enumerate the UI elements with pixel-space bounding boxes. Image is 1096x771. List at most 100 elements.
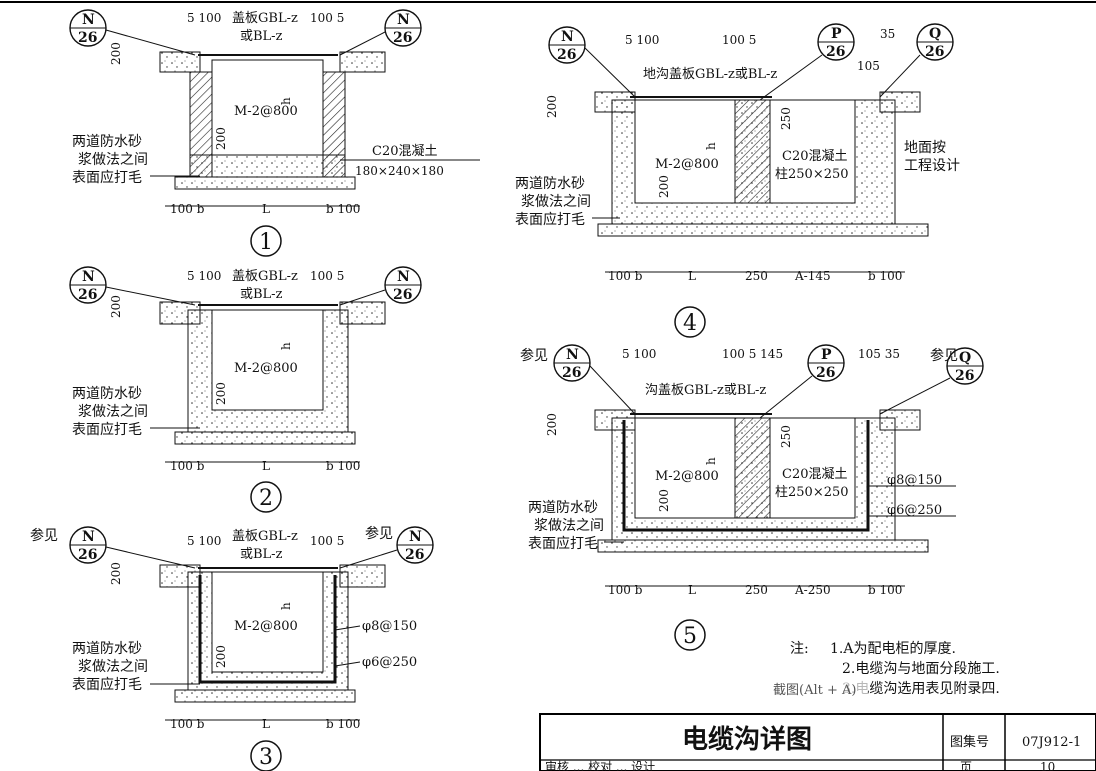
dim-A: A-250 [794, 583, 831, 597]
dim-h: h [279, 602, 293, 610]
svg-text:26: 26 [816, 365, 835, 381]
dim-top-left: 5 100 [187, 269, 221, 283]
page-label: 页 [960, 760, 972, 771]
dim-L: L [688, 583, 696, 597]
rebar-label: M-2@800 [234, 104, 298, 119]
cover-label: 地沟盖板GBL-z或BL-z [643, 67, 777, 82]
dim-top-right: 100 5 [310, 534, 344, 548]
dim-top-left: 5 100 [622, 347, 656, 361]
atlas-number: 07J912-1 [1022, 735, 1081, 750]
note-line-2: 浆做法之间 [534, 518, 604, 534]
dim-h: h [279, 97, 293, 105]
dim-A: A-145 [794, 269, 831, 283]
detail-5: 5 100 100 5 145 105 35 沟盖板GBL-z或BL-z 200… [528, 347, 956, 651]
dim-b-left: 100 b [608, 269, 643, 283]
concrete-label: C20混凝土 [782, 148, 848, 164]
watermark-text: 截图(Alt + A) [773, 683, 856, 698]
concrete-size: 柱250×250 [775, 167, 849, 182]
dim-b-right: b 100 [868, 269, 902, 283]
dim-top-right: 100 5 [310, 11, 344, 25]
dim-inner: 200 [214, 127, 228, 150]
dim-top-left: 5 100 [187, 534, 221, 548]
column [734, 99, 771, 204]
dim-top-left: 5 100 [187, 11, 221, 25]
detail-number-circle [250, 225, 282, 257]
note-line-3: 表面应打毛 [72, 421, 142, 438]
slab-left [159, 51, 201, 73]
cover-label-alt: 或BL-z [240, 29, 283, 44]
svg-text:N: N [397, 12, 410, 28]
callout-n26-d2-left: N 26 [69, 266, 196, 306]
dim-35: 35 [880, 27, 895, 41]
detail-3: 5 100 100 5 盖板GBL-z 或BL-z 200 h M-2@800 … [72, 529, 417, 771]
svg-text:Q: Q [929, 26, 941, 42]
svg-text:26: 26 [78, 547, 97, 563]
detail-2: 5 100 100 5 盖板GBL-z 或BL-z 200 h M-2@800 … [72, 269, 386, 513]
svg-text:N: N [566, 347, 579, 363]
note-line-2: 浆做法之间 [78, 152, 148, 168]
note-line-3: 表面应打毛 [515, 211, 585, 228]
bar-label-2: φ6@250 [362, 655, 417, 670]
svg-text:26: 26 [393, 287, 412, 303]
callout-n26-d3-right: 参见 N 26 [339, 525, 434, 569]
dim-inner: 200 [214, 645, 228, 668]
dim-250: 250 [779, 107, 793, 130]
dim-b-left: 100 b [170, 717, 205, 731]
rebar-label: M-2@800 [234, 619, 298, 634]
svg-text:P: P [821, 347, 832, 363]
dim-b-right: b 100 [868, 583, 902, 597]
dim-depth: 200 [109, 562, 123, 585]
callout-q26-d5: 参见 Q 26 [879, 347, 984, 415]
dim-250-bottom: 250 [745, 583, 768, 597]
concrete-size: 柱250×250 [775, 485, 849, 500]
note-line-1: 两道防水砂 [72, 386, 142, 402]
svg-text:Q: Q [959, 350, 971, 366]
dim-105: 105 [857, 59, 880, 73]
dim-b-right: b 100 [326, 459, 360, 473]
note-1: 1.A为配电柜的厚度. [830, 641, 956, 657]
dim-b-left: 100 b [170, 459, 205, 473]
svg-text:26: 26 [557, 47, 576, 63]
callout-p26-d5: P 26 [759, 344, 845, 419]
svg-text:参见: 参见 [930, 347, 958, 364]
callout-n26-d1-left: N 26 [69, 9, 196, 56]
dim-b-left: 100 b [170, 202, 205, 216]
svg-text:26: 26 [78, 30, 97, 46]
slab-right [339, 51, 386, 73]
ground-note-2: 工程设计 [904, 158, 960, 174]
base-slab [174, 176, 356, 190]
note-line-1: 两道防水砂 [528, 500, 598, 516]
callout-n26-d5: 参见 N 26 [520, 344, 636, 415]
dim-top-left: 5 100 [625, 33, 659, 47]
rebar-label: M-2@800 [655, 469, 719, 484]
svg-text:参见: 参见 [520, 347, 548, 364]
dim-h: h [279, 342, 293, 350]
svg-text:26: 26 [925, 44, 944, 60]
cover-label: 盖板GBL-z [232, 269, 298, 284]
svg-text:N: N [561, 29, 574, 45]
svg-text:N: N [82, 12, 95, 28]
svg-text:P: P [831, 26, 842, 42]
dim-250: 250 [779, 425, 793, 448]
notes-prefix: 注: [790, 641, 809, 657]
callout-n26-d1-right: N 26 [339, 9, 422, 56]
rebar-cage [198, 575, 337, 684]
svg-text:26: 26 [562, 365, 581, 381]
note-2: 2.电缆沟与地面分段施工. [842, 661, 1000, 677]
title-block: 电缆沟详图 图集号 07J912-1 审核 ... 校对 ... 设计 页 10 [539, 713, 1096, 771]
dim-250-bottom: 250 [745, 269, 768, 283]
svg-text:参见: 参见 [365, 525, 393, 542]
detail-1: 5 100 100 5 盖板GBL-z 或BL-z 200 h M-2@800 … [72, 11, 480, 257]
detail-number: 5 [683, 624, 697, 649]
svg-text:N: N [409, 529, 422, 545]
detail-number: 1 [259, 230, 273, 255]
callout-n26-d4: N 26 [548, 26, 636, 98]
note-line-1: 两道防水砂 [72, 134, 142, 150]
bar-label-1: φ8@150 [887, 473, 942, 488]
cover-label-alt: 或BL-z [240, 287, 283, 302]
callout-p26-d4: P 26 [759, 23, 855, 101]
detail-number: 3 [259, 745, 273, 770]
watermark-overlay: 截图(Alt + A) [768, 678, 868, 700]
svg-text:26: 26 [405, 547, 424, 563]
